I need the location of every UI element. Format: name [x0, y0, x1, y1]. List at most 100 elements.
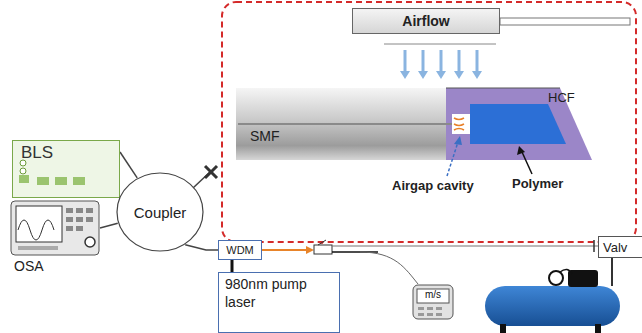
- fiber-connector-part: [231, 260, 234, 272]
- instrument-box: Valv: [598, 236, 642, 258]
- instrument-box: WDM: [218, 240, 262, 260]
- coupler-outline-part: [117, 173, 203, 251]
- fiber-tip: [236, 88, 592, 160]
- fiber-tip-part: [446, 88, 560, 89]
- node-label: m/s: [412, 289, 454, 300]
- osa-instrument-part: [18, 246, 58, 250]
- fiber-connector-part: [185, 245, 218, 250]
- air-compressor-part: [500, 324, 506, 333]
- pump-arrow: [262, 246, 314, 254]
- instrument-box: m/s: [412, 284, 454, 320]
- osa-instrument-part-part: [66, 226, 73, 231]
- osa-instrument-part: [18, 220, 54, 240]
- fiber-connector-part: [100, 223, 118, 228]
- bls-panel-part: [37, 177, 49, 185]
- osa-instrument-part-part: [76, 226, 83, 231]
- instrument-box: Airflow: [352, 8, 500, 34]
- light-rays: [454, 118, 464, 130]
- osa-instrument-part: [16, 206, 62, 242]
- air-compressor-part: [595, 324, 601, 333]
- instrument-box: OSA: [10, 200, 100, 256]
- part-label: Airgap cavity: [392, 178, 474, 193]
- osa-instrument-part-part: [86, 208, 93, 213]
- terminator: [193, 166, 217, 188]
- air-compressor-part: [549, 271, 563, 285]
- fiber-connector: [232, 260, 233, 272]
- airflow-arrows-part: [418, 71, 428, 79]
- meter-body-part-part: [418, 307, 424, 310]
- smf-cladding: [236, 88, 458, 160]
- meter-body-part-part: [418, 313, 424, 316]
- bls-panel-part: [20, 168, 26, 174]
- osa-instrument-part: [85, 237, 95, 247]
- node-label: 980nm pump laser: [219, 273, 339, 314]
- fiber-connector: [100, 223, 118, 228]
- zoom-inset: [222, 2, 636, 242]
- osa-instrument-part: [11, 201, 99, 255]
- polymer-fill: [470, 104, 566, 144]
- airgap-cavity: [452, 114, 470, 134]
- hcf-tube: [446, 88, 592, 160]
- leader-lines-part: [517, 146, 525, 155]
- fiber-core: [238, 123, 452, 125]
- airflow-tube: [500, 18, 630, 25]
- airflow-arrows-part: [384, 44, 496, 45]
- light-rays-part: [454, 124, 464, 126]
- meter-body-part-part: [427, 307, 433, 310]
- part-label: HCF: [548, 90, 575, 105]
- leader-lines: [447, 136, 532, 176]
- instrument-box: 980nm pump laser: [218, 272, 340, 333]
- sensor-head: [314, 240, 332, 254]
- meter-body-part-part: [436, 307, 442, 310]
- airflow-arrows-part: [440, 50, 443, 72]
- light-rays-part: [454, 118, 464, 120]
- air-compressor-part: [568, 270, 598, 287]
- osa-instrument-part: [66, 208, 93, 231]
- osa-instrument-part-part: [66, 217, 73, 222]
- sensor-head-part: [314, 245, 332, 254]
- airflow-arrows-part: [404, 50, 407, 72]
- airflow-arrows-part: [458, 50, 461, 72]
- bls-panel-part: [19, 175, 29, 183]
- instrument-box: Coupler: [116, 172, 204, 252]
- airflow-arrows-part: [454, 71, 464, 79]
- air-line-part: [593, 240, 595, 252]
- meter-body-part-part: [436, 313, 442, 316]
- terminator-part: [205, 166, 217, 178]
- node-label: BLS: [13, 141, 119, 163]
- air-compressor-part: [611, 258, 613, 286]
- leader-lines-part: [522, 152, 532, 174]
- airflow-arrows-part: [476, 50, 479, 72]
- air-line: [332, 240, 598, 284]
- light-rays-part: [454, 129, 464, 131]
- sensor-head-part: [318, 240, 326, 245]
- airflow-arrows-part: [422, 50, 425, 72]
- bls-panel-part: [55, 177, 67, 185]
- osa-instrument-part-part: [76, 217, 83, 222]
- air-compressor-part: [485, 286, 620, 326]
- fiber-connector: [120, 152, 137, 178]
- air-line-part: [360, 252, 418, 284]
- node-label: Airflow: [402, 13, 449, 29]
- airflow-arrows: [384, 44, 496, 79]
- bls-panel-part: [73, 177, 85, 185]
- leader-lines-part: [447, 142, 458, 176]
- pump-arrow-part: [262, 249, 308, 251]
- meter-body-part-part: [427, 313, 433, 316]
- terminator-part: [205, 166, 217, 178]
- air-compressor-part: [560, 269, 572, 274]
- osa-instrument-part-part: [66, 208, 73, 213]
- node-label: WDM: [226, 244, 254, 256]
- osa-instrument: [10, 200, 100, 256]
- fiber-connector: [185, 245, 218, 250]
- node-label: Coupler: [134, 204, 187, 221]
- airflow-arrows-part: [472, 71, 482, 79]
- part-label: Polymer: [512, 176, 563, 191]
- pump-arrow-part: [306, 246, 314, 254]
- part-label: SMF: [250, 128, 280, 144]
- airflow-arrows-part: [400, 71, 410, 79]
- leader-lines-part: [454, 136, 462, 145]
- air-compressor: [485, 258, 620, 333]
- airflow-tube-part: [500, 18, 630, 25]
